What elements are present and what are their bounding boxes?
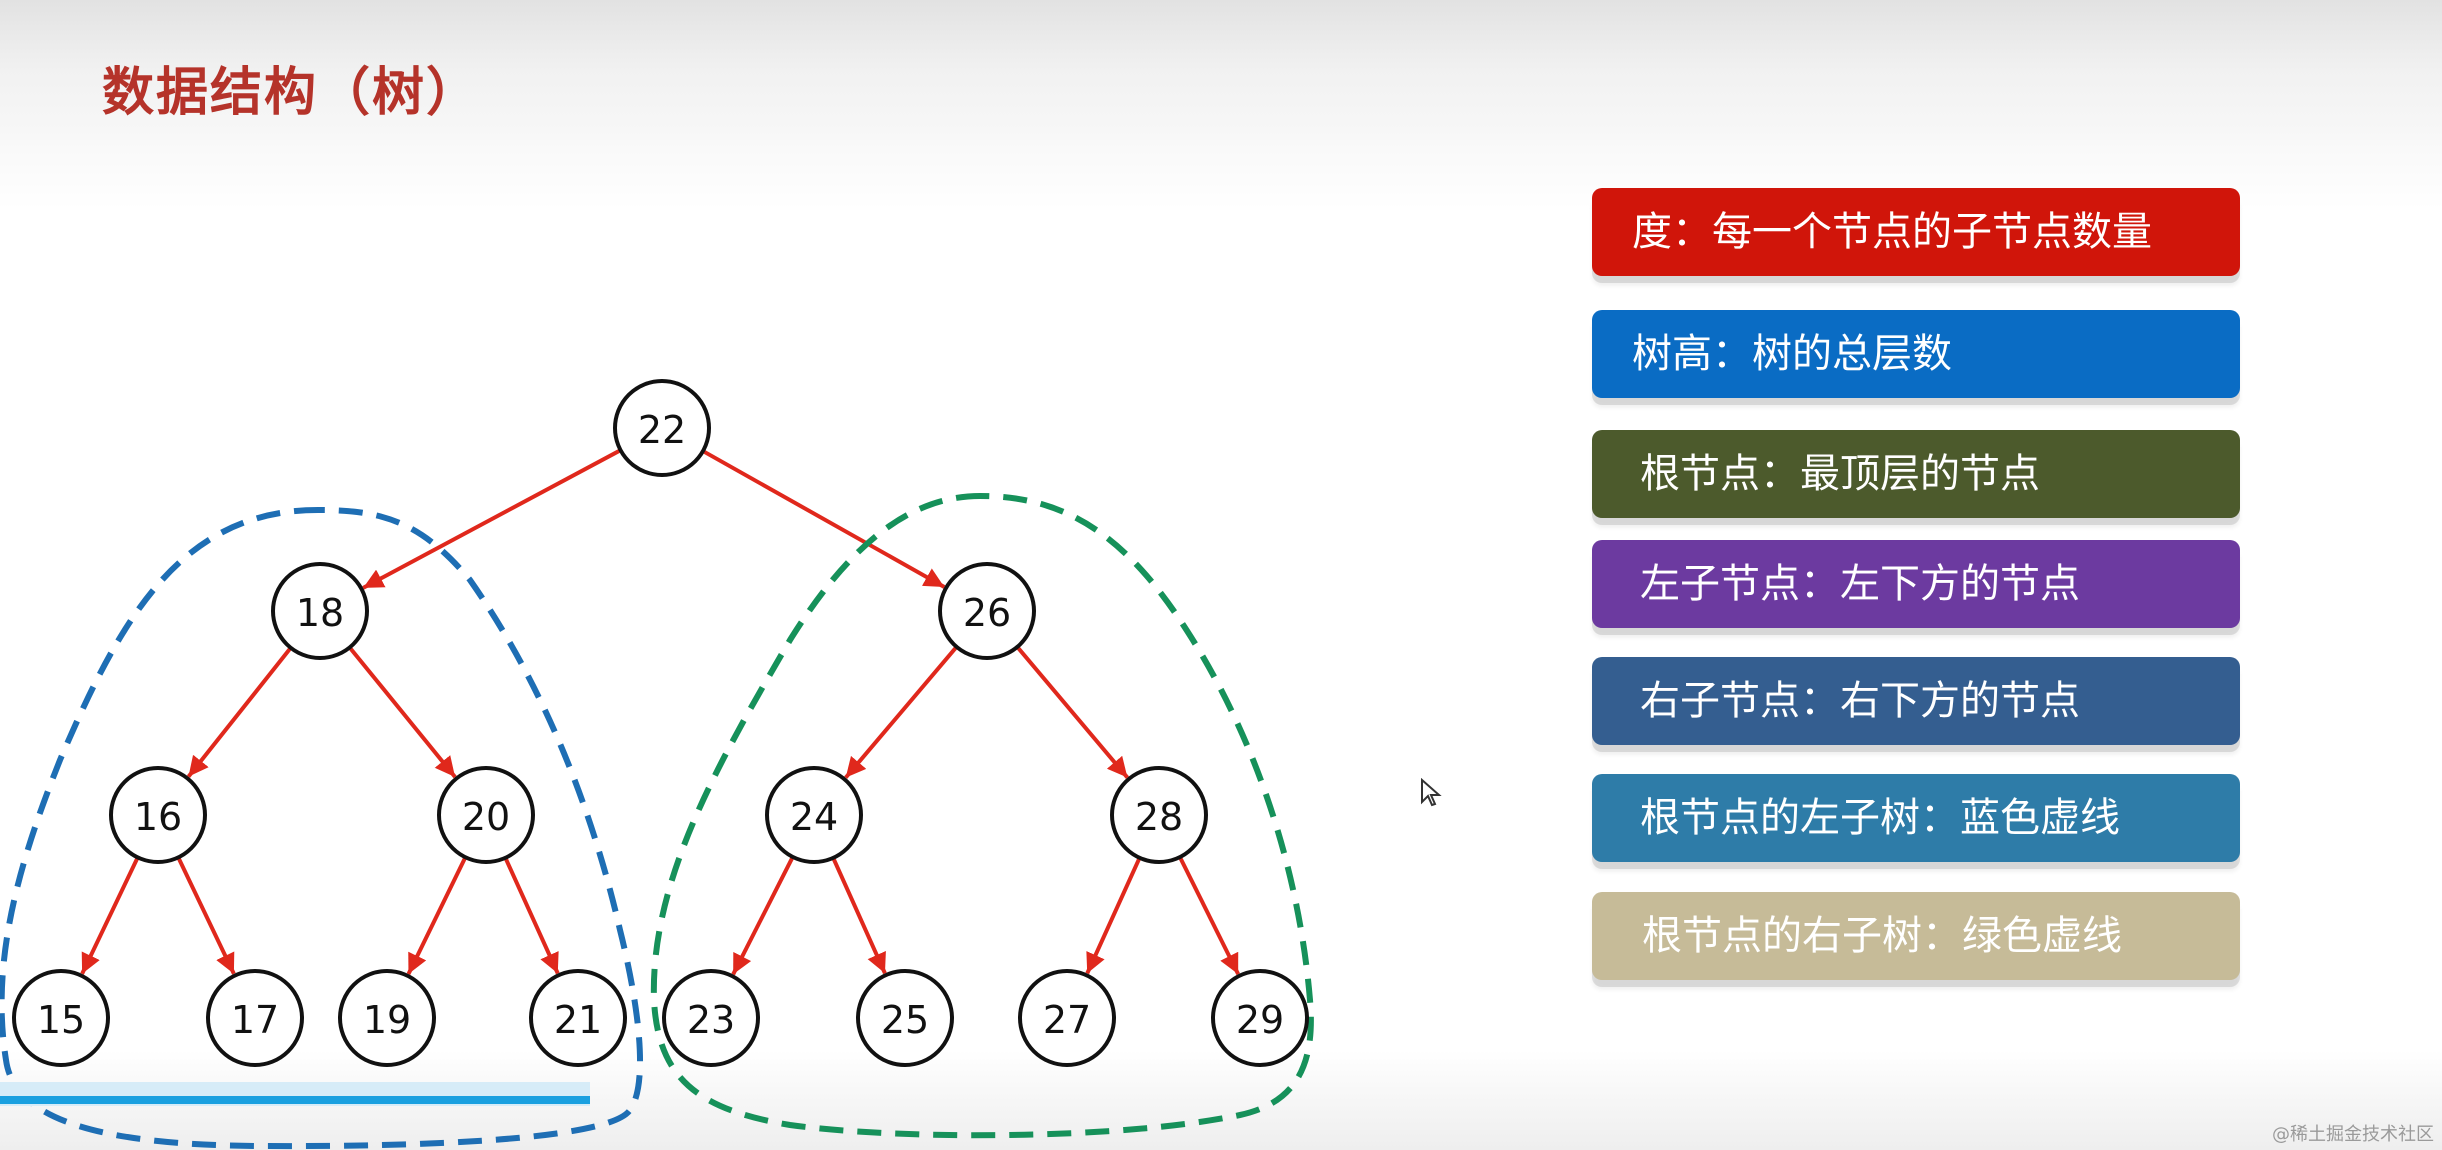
node-circle <box>662 969 760 1067</box>
edge-28-29 <box>1178 856 1240 976</box>
tree-node-18: 18 <box>271 562 369 660</box>
legend-item-text: 度：每一个节点的子节点数量 <box>1632 209 2152 255</box>
legend-item-1: 度：每一个节点的子节点数量 <box>1592 188 2240 276</box>
legend-item-text: 根节点的左子树：蓝色虚线 <box>1640 795 2120 841</box>
tree-node-23: 23 <box>662 969 760 1067</box>
legend-item-text: 树高：树的总层数 <box>1632 331 1952 377</box>
tree-node-16: 16 <box>109 766 207 864</box>
edge-16-17 <box>176 856 236 975</box>
node-label: 26 <box>963 591 1011 635</box>
edge-28-27 <box>1085 856 1142 975</box>
node-circle <box>938 562 1036 660</box>
node-circle <box>109 766 207 864</box>
node-label: 18 <box>296 591 344 635</box>
node-label: 29 <box>1236 998 1284 1042</box>
node-circle <box>529 969 627 1067</box>
edge-18-16 <box>186 646 293 778</box>
edge-20-21 <box>503 856 560 975</box>
tree-node-17: 17 <box>206 969 304 1067</box>
edge-20-19 <box>406 856 468 975</box>
node-circle <box>1211 969 1309 1067</box>
tree-edges <box>80 448 1240 976</box>
node-label: 17 <box>231 998 279 1042</box>
tree-node-27: 27 <box>1018 969 1116 1067</box>
node-label: 22 <box>638 408 686 452</box>
edge-18-20 <box>348 646 457 779</box>
player-progress-bar <box>0 1082 590 1106</box>
node-circle <box>437 766 535 864</box>
tree-node-29: 29 <box>1211 969 1309 1067</box>
node-label: 16 <box>134 795 182 839</box>
node-label: 28 <box>1135 795 1183 839</box>
node-circle <box>1110 766 1208 864</box>
node-circle <box>338 969 436 1067</box>
node-label: 15 <box>37 998 85 1042</box>
node-label: 24 <box>790 795 838 839</box>
edge-26-28 <box>1015 645 1129 779</box>
watermark: @稀土掘金技术社区 <box>2272 1124 2434 1145</box>
tree-nodes: 22 18 26 16 20 24 28 15 17 19 21 23 25 27 29 <box>12 379 1309 1067</box>
tree-node-22: 22 <box>613 379 711 477</box>
tree-diagram: 22 18 26 16 20 24 28 15 17 19 21 23 25 27 29 <box>0 379 1314 1150</box>
node-circle <box>856 969 954 1067</box>
node-label: 20 <box>462 795 510 839</box>
tree-node-19: 19 <box>338 969 436 1067</box>
legend-item-3: 根节点：最顶层的节点 <box>1592 430 2240 518</box>
node-label: 19 <box>363 998 411 1042</box>
tree-node-28: 28 <box>1110 766 1208 864</box>
node-circle <box>271 562 369 660</box>
node-circle <box>12 969 110 1067</box>
node-circle <box>765 766 863 864</box>
tree-node-25: 25 <box>856 969 954 1067</box>
edge-24-25 <box>831 857 887 975</box>
node-circle <box>206 969 304 1067</box>
legend-item-5: 右子节点：右下方的节点 <box>1592 657 2240 745</box>
tree-node-15: 15 <box>12 969 110 1067</box>
right-subtree-dashed-outline <box>650 492 1314 1139</box>
edge-22-18 <box>362 448 622 590</box>
legend-item-7: 根节点的右子树：绿色虚线 <box>1592 892 2240 980</box>
edge-22-26 <box>701 449 946 589</box>
legend-item-text: 左子节点：左下方的节点 <box>1640 561 2080 607</box>
node-label: 21 <box>554 998 602 1042</box>
node-label: 23 <box>687 998 735 1042</box>
mouse-cursor-icon <box>1421 778 1442 807</box>
node-label: 25 <box>881 998 929 1042</box>
node-circle <box>613 379 711 477</box>
legend-item-6: 根节点的左子树：蓝色虚线 <box>1592 774 2240 862</box>
tree-node-26: 26 <box>938 562 1036 660</box>
edge-24-23 <box>731 856 795 976</box>
slide-title: 数据结构（树） <box>102 63 481 123</box>
tree-node-20: 20 <box>437 766 535 864</box>
legend-item-2: 树高：树的总层数 <box>1592 310 2240 398</box>
edge-26-24 <box>844 645 959 779</box>
node-circle <box>1018 969 1116 1067</box>
edge-16-15 <box>80 856 140 975</box>
legend-item-text: 根节点：最顶层的节点 <box>1640 451 2040 497</box>
tree-node-24: 24 <box>765 766 863 864</box>
legend-item-4: 左子节点：左下方的节点 <box>1592 540 2240 628</box>
legend-item-text: 根节点的右子树：绿色虚线 <box>1642 913 2122 959</box>
node-label: 27 <box>1043 998 1091 1042</box>
tree-node-21: 21 <box>529 969 627 1067</box>
left-subtree-dashed-outline <box>0 506 643 1150</box>
legend-item-text: 右子节点：右下方的节点 <box>1640 678 2080 724</box>
